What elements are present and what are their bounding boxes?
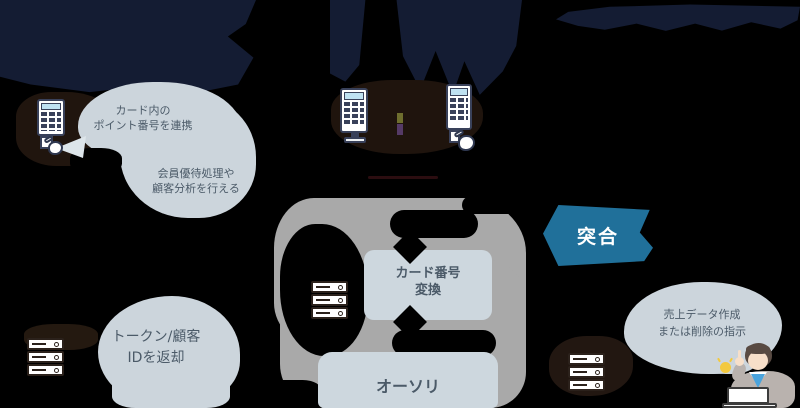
terminal-screen bbox=[344, 92, 364, 100]
shelf-line bbox=[316, 286, 330, 288]
server-shelf bbox=[568, 366, 605, 378]
mask-blob bbox=[390, 210, 478, 238]
token-return-line2: IDを返却 bbox=[127, 350, 185, 366]
navy-header-left bbox=[0, 0, 256, 93]
shelf-dot bbox=[338, 297, 343, 303]
matching-label: 突合 bbox=[576, 226, 619, 248]
server-shelf bbox=[311, 281, 348, 293]
terminal-base bbox=[344, 137, 366, 143]
terminal-body bbox=[340, 88, 368, 133]
server-icon bbox=[568, 353, 605, 391]
person-laptop-icon bbox=[715, 335, 800, 408]
server-shelf bbox=[27, 338, 64, 350]
server-shelf bbox=[311, 294, 348, 306]
card-point-line1: カード内の bbox=[115, 104, 171, 117]
pos-terminal-icon bbox=[340, 87, 372, 147]
mask-blob bbox=[274, 380, 322, 408]
shelf-line bbox=[32, 343, 46, 345]
card-conversion-line1: カード番号 bbox=[395, 266, 461, 281]
shelf-dot bbox=[595, 369, 600, 375]
shelf-dot bbox=[595, 382, 600, 388]
server-shelf bbox=[27, 364, 64, 376]
hand-icon bbox=[458, 135, 475, 151]
shelf-dot bbox=[338, 310, 343, 316]
person-hand bbox=[735, 357, 744, 366]
server-shelf bbox=[27, 351, 64, 363]
matching-banner: 突合 bbox=[543, 205, 653, 266]
terminal-keypad bbox=[344, 102, 364, 125]
server-shelf bbox=[568, 353, 605, 365]
shelf-dot bbox=[595, 356, 600, 362]
sales-data-text: 売上データ作成 または削除の指示 bbox=[628, 306, 776, 340]
shelf-line bbox=[32, 356, 46, 358]
shelf-dot bbox=[338, 284, 343, 290]
card-conversion-line2: 変換 bbox=[414, 283, 441, 298]
person-fringe bbox=[746, 344, 770, 354]
pos-terminal-icon bbox=[36, 98, 86, 160]
server-icon bbox=[27, 338, 64, 376]
speech-bubble-token bbox=[112, 350, 230, 408]
mask-blob bbox=[462, 196, 528, 214]
person-face bbox=[748, 351, 768, 370]
card-point-line2: ポイント番号を連携 bbox=[93, 119, 193, 132]
member-benefit-line1: 会員優待処理や bbox=[157, 167, 235, 180]
shelf-line bbox=[573, 358, 587, 360]
terminal-body bbox=[37, 99, 65, 136]
member-benefit-text: 会員優待処理や 顧客分析を行える bbox=[150, 166, 242, 196]
server-shelf bbox=[568, 379, 605, 391]
shelf-line bbox=[316, 299, 330, 301]
hand-icon bbox=[48, 141, 63, 155]
lightbulb-ray bbox=[729, 357, 733, 363]
shelf-line bbox=[573, 371, 587, 373]
terminal-keypad bbox=[450, 98, 468, 121]
authorization-label: オーソリ bbox=[375, 377, 440, 396]
card-conversion-label: カード番号 変換 bbox=[364, 265, 492, 299]
lightbulb-ray bbox=[717, 357, 721, 363]
server-icon bbox=[311, 281, 348, 319]
terminal-screen bbox=[41, 103, 61, 110]
card-point-text: カード内の ポイント番号を連携 bbox=[82, 103, 204, 133]
shelf-dot bbox=[54, 341, 59, 347]
person-finger bbox=[738, 350, 741, 358]
shelf-line bbox=[573, 384, 587, 386]
shelf-dot bbox=[54, 367, 59, 373]
sales-data-line1: 売上データ作成 bbox=[663, 308, 741, 321]
card-conversion-node bbox=[364, 250, 492, 320]
token-return-text: トークン/顧客 IDを返却 bbox=[100, 327, 212, 369]
member-benefit-line2: 顧客分析を行える bbox=[152, 182, 240, 195]
laptop-base bbox=[722, 403, 777, 408]
authorization-node bbox=[318, 352, 498, 408]
dark-red-sliver bbox=[368, 176, 438, 179]
olive-sliver bbox=[397, 113, 403, 123]
lightbulb-icon bbox=[720, 362, 731, 373]
terminal-body bbox=[446, 84, 472, 130]
navy-header-right bbox=[556, 4, 800, 31]
terminal-stand bbox=[351, 133, 359, 138]
shelf-dot bbox=[54, 354, 59, 360]
pos-terminal-icon bbox=[446, 84, 490, 154]
speech-bubble-card-point bbox=[120, 96, 256, 218]
sales-data-line2: または削除の指示 bbox=[658, 325, 746, 338]
shelf-line bbox=[316, 312, 330, 314]
token-return-line1: トークン/顧客 bbox=[111, 329, 201, 345]
purple-sliver bbox=[397, 124, 403, 135]
shelf-line bbox=[32, 369, 46, 371]
laptop-screen bbox=[727, 387, 769, 404]
terminal-keypad bbox=[41, 112, 61, 131]
terminal-screen bbox=[450, 88, 468, 96]
server-shelf bbox=[311, 307, 348, 319]
